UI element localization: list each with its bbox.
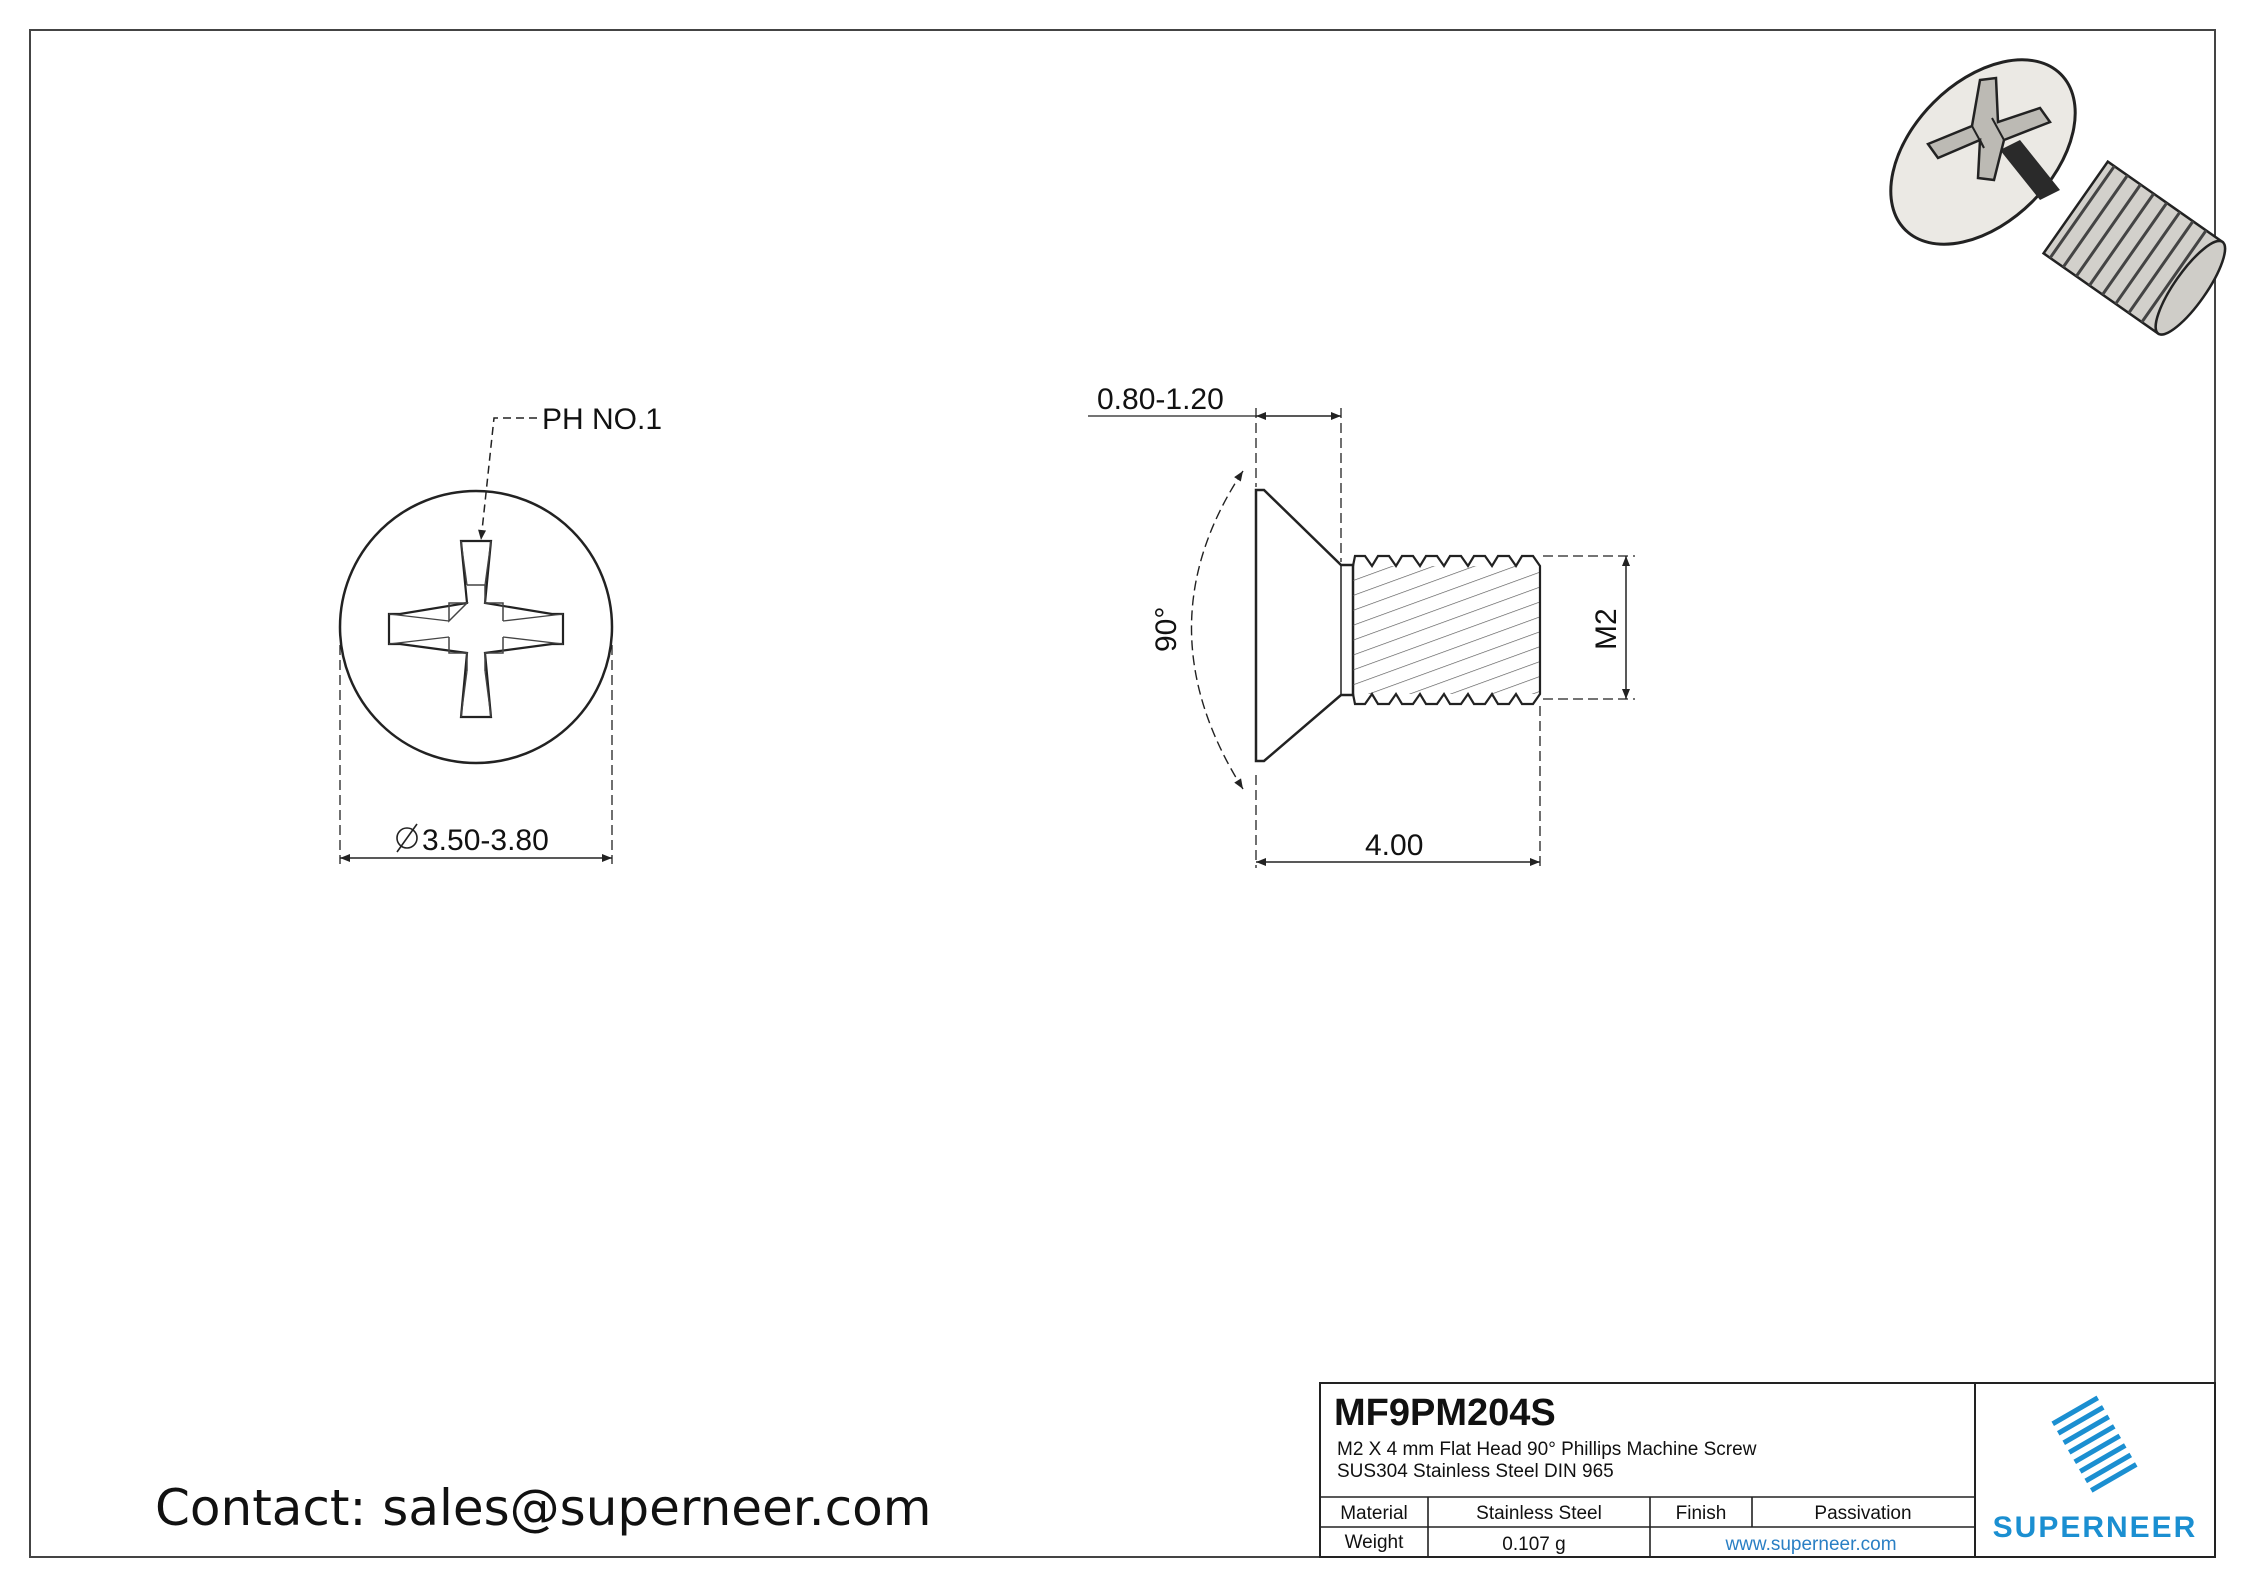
weight-value: 0.107 g (1502, 1534, 1565, 1555)
phillips-callout: PH NO.1 (478, 403, 662, 541)
website-link[interactable]: www.superneer.com (1724, 1534, 1896, 1555)
thread-dimension: M2 (1543, 555, 1635, 700)
screw-side-view (1254, 488, 1542, 763)
sheet-border (29, 29, 2216, 1558)
phillips-size-label: PH NO.1 (542, 403, 662, 436)
head-height-dimension: 0.80-1.20 (1088, 383, 1342, 562)
weight-label: Weight (1345, 1532, 1405, 1553)
head-height-label: 0.80-1.20 (1097, 383, 1224, 416)
material-value: Stainless Steel (1476, 1503, 1602, 1524)
description-line-2: SUS304 Stainless Steel DIN 965 (1337, 1461, 1614, 1482)
part-number: MF9PM204S (1334, 1392, 1556, 1434)
thread-profile (1351, 554, 1542, 706)
length-label: 4.00 (1365, 829, 1423, 862)
brand-name: SUPERNEER (1993, 1511, 2198, 1544)
superneer-logo-icon (2051, 1395, 2138, 1493)
diameter-symbol (396, 827, 418, 849)
contact-line: Contact: sales@superneer.com (155, 1479, 931, 1537)
head-diameter-dimension: 3.50-3.80 (339, 645, 613, 864)
description-line-1: M2 X 4 mm Flat Head 90° Phillips Machine… (1337, 1439, 1757, 1460)
countersunk-head (1254, 488, 1355, 763)
thread-hatch (1353, 566, 1540, 694)
head-outline (338, 489, 614, 765)
angle-label: 90° (1150, 607, 1183, 652)
length-dimension: 4.00 (1255, 706, 1541, 868)
thread-size-label: M2 (1590, 608, 1623, 650)
material-label: Material (1340, 1503, 1408, 1524)
finish-value: Passivation (1814, 1503, 1911, 1524)
title-block: MF9PM204S M2 X 4 mm Flat Head 90° Philli… (1319, 1382, 2216, 1558)
head-diameter-label: 3.50-3.80 (422, 824, 549, 857)
screw-3d-render (1889, 58, 2227, 336)
phillips-recess (387, 539, 565, 719)
finish-label: Finish (1676, 1503, 1727, 1524)
head-top-view (338, 489, 614, 765)
recess-inner (448, 584, 504, 671)
angle-dimension: 90° (1150, 470, 1244, 790)
